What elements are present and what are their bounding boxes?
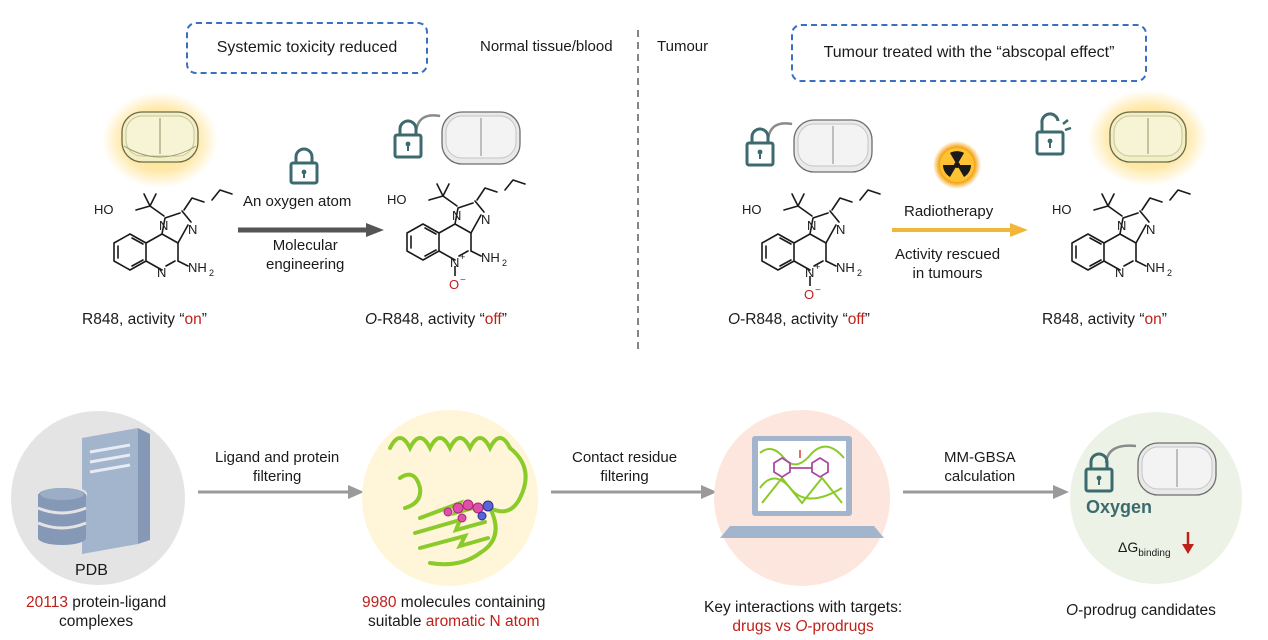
caption-key-interactions: Key interactions with targets: drugs vs …: [704, 599, 903, 635]
radiotherapy-label: Radiotherapy: [904, 203, 994, 220]
ligand-protein-filtering-label: Ligand and protein filtering: [215, 449, 340, 485]
svg-text:N: N: [452, 208, 461, 223]
svg-text:2: 2: [1167, 268, 1172, 278]
abscopal-effect-box: Tumour treated with the “abscopal effect…: [791, 24, 1147, 82]
o-r848-structure-2: HO N N N + NH 2 O −: [387, 179, 526, 292]
normal-tissue-label: Normal tissue/blood: [480, 38, 613, 55]
svg-text:NH: NH: [188, 260, 207, 275]
svg-text:+: +: [460, 252, 465, 262]
radiotherapy-arrow: [892, 223, 1028, 237]
svg-text:N: N: [481, 212, 490, 227]
svg-text:−: −: [460, 275, 466, 286]
oxygen-candidate-icon: [1070, 412, 1242, 584]
systemic-toxicity-label: Systemic toxicity reduced: [216, 39, 398, 56]
oxygen-label: Oxygen: [1086, 497, 1153, 517]
mm-gbsa-calculation-label: MM-GBSA calculation: [944, 449, 1016, 485]
molecular-engineering-label: Molecular engineering: [266, 237, 345, 273]
svg-text:N: N: [159, 218, 168, 233]
engineering-arrow: [238, 223, 384, 237]
caption-o-r848-off: O-R848, activity “off”: [365, 311, 507, 328]
svg-text:HO: HO: [742, 202, 762, 217]
locked-pill-icon-2: [745, 119, 873, 173]
r848-structure-4: HO N N N NH 2: [1052, 189, 1191, 280]
svg-text:N: N: [450, 255, 459, 270]
activity-rescued-label: Activity rescued in tumours: [895, 246, 1001, 282]
radiation-icon: [933, 141, 981, 189]
svg-text:HO: HO: [94, 202, 114, 217]
region-divider: [637, 30, 639, 350]
o-r848-structure-3: HO N N N + NH 2 O −: [742, 189, 881, 302]
svg-text:N: N: [157, 265, 166, 280]
tumour-label: Tumour: [657, 38, 709, 55]
caption-suitable-molecules: 9980 molecules containing suitable aroma…: [362, 594, 546, 630]
laptop-interactions-icon: [714, 410, 890, 586]
unlocked-pill-icon: [1035, 90, 1208, 186]
step1-arrow: [198, 485, 364, 499]
pdb-database-icon: [11, 411, 185, 585]
caption-r848-on-2: R848, activity “on”: [1042, 311, 1167, 328]
active-pill-icon: [102, 92, 218, 188]
locked-pill-icon: [393, 111, 521, 165]
oxygen-atom-label: An oxygen atom: [243, 193, 352, 210]
caption-o-r848-off-2: O-R848, activity “off”: [728, 311, 870, 328]
systemic-toxicity-box: Systemic toxicity reduced: [186, 22, 428, 74]
pdb-label: PDB: [75, 562, 108, 579]
svg-text:N: N: [1115, 265, 1124, 280]
svg-text:N: N: [807, 218, 816, 233]
contact-residue-filtering-label: Contact residue filtering: [572, 449, 678, 485]
step2-arrow: [551, 485, 717, 499]
step3-arrow: [903, 485, 1069, 499]
caption-prodrug-candidates: O-prodrug candidates: [1066, 602, 1216, 619]
svg-text:N: N: [836, 222, 845, 237]
caption-pdb-complexes: 20113 protein-ligand complexes: [26, 594, 167, 630]
lock-icon: [289, 147, 319, 185]
svg-text:N: N: [1146, 222, 1155, 237]
svg-text:N: N: [188, 222, 197, 237]
svg-text:+: +: [815, 262, 820, 272]
svg-text:HO: HO: [1052, 202, 1072, 217]
svg-text:2: 2: [857, 268, 862, 278]
svg-text:O: O: [804, 287, 814, 302]
abscopal-effect-label: Tumour treated with the “abscopal effect…: [823, 44, 1115, 61]
svg-text:2: 2: [209, 268, 214, 278]
svg-text:HO: HO: [387, 192, 407, 207]
svg-text:O: O: [449, 277, 459, 292]
svg-text:−: −: [815, 285, 821, 296]
svg-text:2: 2: [502, 258, 507, 268]
svg-text:N: N: [1117, 218, 1126, 233]
delta-g-binding-label: ΔGbinding: [1118, 539, 1171, 559]
svg-text:NH: NH: [1146, 260, 1165, 275]
svg-text:NH: NH: [481, 250, 500, 265]
r848-structure-1: HO N N N NH 2: [94, 189, 233, 280]
protein-structure-icon: [362, 410, 538, 586]
svg-text:NH: NH: [836, 260, 855, 275]
caption-r848-on: R848, activity “on”: [82, 311, 207, 328]
svg-text:N: N: [805, 265, 814, 280]
